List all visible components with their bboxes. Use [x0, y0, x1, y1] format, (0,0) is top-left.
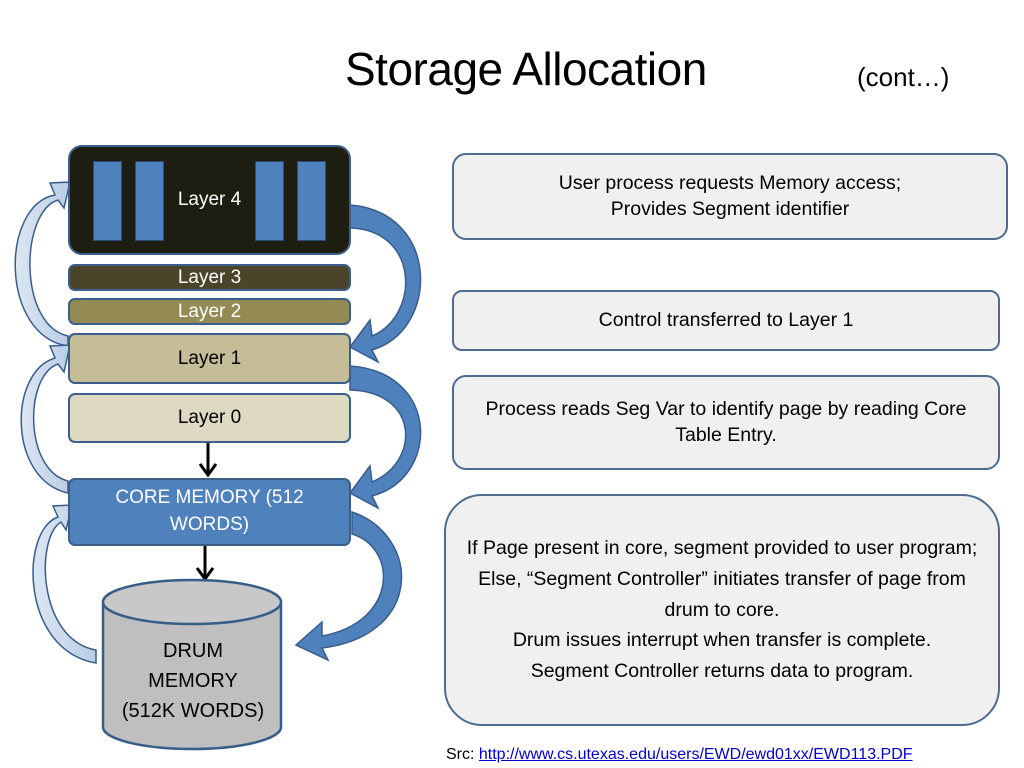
layer-1-label: Layer 1	[177, 347, 242, 369]
step-box-1: User process requests Memory access; Pro…	[452, 153, 1008, 240]
layer-4-block-1	[93, 161, 122, 241]
layer-2-box: Layer 2	[68, 298, 351, 325]
layer-0-box: Layer 0	[68, 393, 351, 443]
core-memory-box: CORE MEMORY (512 WORDS)	[68, 478, 351, 546]
step-2-text: Control transferred to Layer 1	[598, 308, 854, 331]
layer-2-label: Layer 2	[177, 300, 242, 322]
source-citation: Src: http://www.cs.utexas.edu/users/EWD/…	[446, 746, 913, 764]
step-3-text: Process reads Seg Var to identify page b…	[485, 397, 967, 446]
layer-0-label: Layer 0	[177, 407, 242, 428]
layer-4-block-4	[297, 161, 326, 241]
left-curved-arrow-drum-to-core	[32, 504, 97, 664]
arrow-core-to-drum	[195, 546, 215, 582]
layer-4-block-3	[255, 161, 284, 241]
slide-title: Storage Allocation	[345, 43, 707, 95]
source-label: Src:	[446, 746, 479, 763]
step-box-3: Process reads Seg Var to identify page b…	[452, 375, 1000, 470]
layer-4-block-2	[135, 161, 164, 241]
layer-3-box: Layer 3	[68, 264, 351, 291]
step-box-4: If Page present in core, segment provide…	[444, 494, 1000, 726]
layer-1-box: Layer 1	[68, 333, 351, 384]
step-4-text: If Page present in core, segment provide…	[466, 537, 978, 682]
right-curved-arrow-core-to-drum	[294, 510, 403, 662]
left-curved-arrow-layer1-to-layer4	[14, 181, 71, 347]
right-curved-arrow-layer1-to-core	[348, 365, 422, 510]
core-memory-label: CORE MEMORY (512 WORDS)	[115, 487, 304, 535]
step-box-2: Control transferred to Layer 1	[452, 290, 1000, 351]
right-curved-arrow-layer4-to-layer1	[348, 204, 422, 364]
drum-memory-label: DRUM MEMORY (512K WORDS)	[121, 640, 265, 722]
slide-subtitle: (cont…)	[857, 62, 950, 92]
source-link[interactable]: http://www.cs.utexas.edu/users/EWD/ewd01…	[478, 746, 913, 763]
layer-4-label: Layer 4	[177, 189, 242, 210]
left-curved-arrow-core-to-layer1	[20, 344, 71, 494]
step-1-text: User process requests Memory access; Pro…	[558, 171, 902, 220]
drum-memory-cylinder	[101, 578, 283, 751]
layer-3-label: Layer 3	[177, 266, 242, 288]
arrow-layer0-to-core	[198, 443, 218, 478]
